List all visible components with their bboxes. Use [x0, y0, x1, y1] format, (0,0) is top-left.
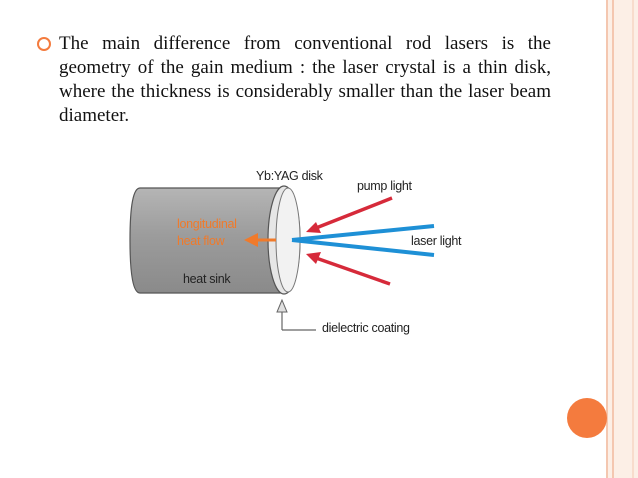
coating-leader-arrowhead [276, 298, 288, 313]
pump-light-upper [315, 196, 393, 230]
label-heat-flow: heat flow [177, 234, 225, 248]
heat-flow-arrowhead [244, 233, 258, 247]
thin-disk-laser-diagram: Yb:YAG disk pump light longitudinal heat… [120, 160, 480, 340]
label-yag-disk: Yb:YAG disk [256, 169, 323, 183]
pump-light-lower [315, 256, 391, 286]
bullet-text: The main difference from conventional ro… [59, 33, 551, 126]
label-dielectric-coating: dielectric coating [322, 321, 410, 335]
label-longitudinal: longitudinal [177, 217, 237, 231]
label-heat-sink: heat sink [183, 272, 231, 286]
band-line [612, 0, 614, 478]
orange-circle-decoration [567, 398, 607, 438]
laser-beam-lower [291, 238, 435, 257]
pump-light-upper-head [306, 222, 321, 233]
band-line [606, 0, 608, 478]
band-line [632, 0, 634, 478]
heat-sink-cylinder [129, 187, 281, 294]
bullet-item: The main difference from conventional ro… [37, 32, 551, 128]
pump-light-lower-head [306, 252, 321, 264]
label-pump-light: pump light [357, 179, 412, 193]
bullet-circle-icon [37, 37, 51, 51]
label-laser-light: laser light [411, 234, 462, 248]
laser-beam-upper [291, 224, 435, 242]
diagram-graphic [129, 185, 435, 331]
right-decorative-band [606, 0, 638, 478]
